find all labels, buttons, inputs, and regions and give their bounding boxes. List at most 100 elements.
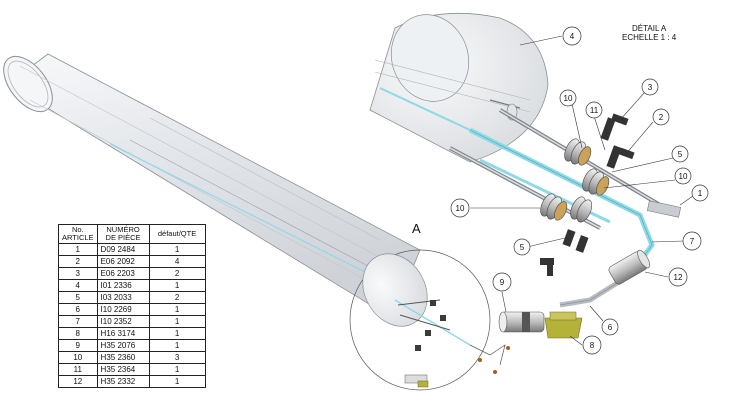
detail-rings: [540, 138, 610, 223]
bom-part-number: I10 2269: [96, 303, 150, 316]
bom-quantity: 1: [148, 363, 206, 376]
balloon-number: 10: [564, 94, 573, 103]
bom-item-no: 3: [58, 267, 98, 280]
balloon-number: 12: [674, 273, 683, 282]
balloon-number: 10: [456, 204, 465, 213]
balloon-circle: [562, 26, 582, 46]
detail-title: DÉTAIL A ECHELLE 1 : 4: [622, 24, 676, 42]
item-balloon: 11: [585, 101, 603, 119]
detail-fittings: [540, 113, 635, 276]
item-balloon: 6: [601, 318, 619, 336]
item-balloon: 9: [492, 272, 512, 292]
bom-part-number: H35 2076: [96, 339, 150, 352]
balloon-number: 9: [500, 278, 505, 287]
balloon-circle: [513, 238, 531, 256]
bom-part-number: H35 2332: [96, 375, 150, 388]
balloon-circle: [641, 78, 659, 96]
balloon-circle: [668, 267, 688, 287]
bom-item-no: 4: [58, 279, 98, 292]
bom-item-no: 12: [58, 375, 98, 388]
balloon-circle: [450, 198, 470, 218]
balloon-number: 10: [679, 172, 688, 181]
detail-view-letter: A: [412, 221, 421, 236]
bill-of-materials: No. ARTICLE NUMÉRO DE PIÈCE défaut/QTE 1…: [58, 224, 206, 388]
bom-part-number: E06 2092: [96, 255, 150, 268]
bom-part-number: D09 2484: [96, 243, 150, 256]
detail-dome: [369, 12, 549, 163]
item-balloon: 10: [559, 89, 577, 107]
item-balloon: 4: [562, 26, 582, 46]
balloon-number: 3: [648, 83, 653, 92]
item-balloon: 10: [450, 198, 470, 218]
bom-quantity: 1: [148, 315, 206, 328]
balloon-circle: [492, 272, 512, 292]
balloon-number: 5: [520, 243, 525, 252]
bom-item-no: 10: [58, 351, 98, 364]
bom-header-quantity: défaut/QTE: [148, 224, 206, 244]
bom-item-no: 7: [58, 315, 98, 328]
item-balloon: 10: [674, 167, 692, 185]
balloon-number: 1: [698, 189, 703, 198]
balloon-number: 7: [690, 237, 695, 246]
item-balloon: 2: [652, 108, 670, 126]
bom-item-no: 6: [58, 303, 98, 316]
bom-quantity: 3: [148, 351, 206, 364]
balloon-number: 8: [590, 341, 595, 350]
item-balloons: 4 3 10 11 2 5 10 1 10 5 7 12 9 6 8: [450, 26, 709, 355]
bom-part-number: I01 2336: [96, 279, 150, 292]
item-balloon: 7: [682, 231, 702, 251]
detail-coupling-12: [608, 249, 650, 285]
detail-a-circle: [349, 249, 510, 391]
detail-valve-assembly: [498, 311, 583, 339]
item-balloon: 5: [513, 238, 531, 256]
bom-quantity: 1: [148, 375, 206, 388]
bom-quantity: 1: [148, 339, 206, 352]
bom-item-no: 9: [58, 339, 98, 352]
bom-header-item-no: No. ARTICLE: [58, 224, 98, 244]
bom-quantity: 1: [148, 303, 206, 316]
detail-title-line1: DÉTAIL A: [632, 24, 667, 33]
balloon-number: 2: [659, 113, 664, 122]
item-balloon: 1: [691, 184, 709, 202]
balloon-circle: [671, 145, 689, 163]
bom-item-no: 1: [58, 243, 98, 256]
bom-header-row: No. ARTICLE NUMÉRO DE PIÈCE défaut/QTE: [58, 224, 206, 244]
balloon-circle: [674, 167, 692, 185]
balloon-circle: [585, 101, 603, 119]
item-balloon: 5: [671, 145, 689, 163]
balloon-number: 4: [570, 32, 575, 41]
bom-part-number: E06 2203: [96, 267, 150, 280]
bom-part-number: H35 2364: [96, 363, 150, 376]
balloon-circle: [559, 89, 577, 107]
item-balloon: 3: [641, 78, 659, 96]
bom-item-no: 2: [58, 255, 98, 268]
bom-part-number: H16 3174: [96, 327, 150, 340]
balloon-number: 6: [608, 323, 613, 332]
balloon-circle: [582, 335, 602, 355]
balloon-circle: [682, 231, 702, 251]
bom-quantity: 1: [148, 327, 206, 340]
main-tube: [3, 53, 421, 319]
bom-quantity: 1: [148, 243, 206, 256]
bom-item-no: 11: [58, 363, 98, 376]
bom-header-part-number: NUMÉRO DE PIÈCE: [96, 224, 150, 244]
bom-part-number: I03 2033: [96, 291, 150, 304]
bom-quantity: 2: [148, 267, 206, 280]
bom-quantity: 2: [148, 291, 206, 304]
item-balloon: 12: [668, 267, 688, 287]
detail-scale-line: ECHELLE 1 : 4: [622, 33, 677, 42]
leader-lines: [470, 35, 694, 346]
